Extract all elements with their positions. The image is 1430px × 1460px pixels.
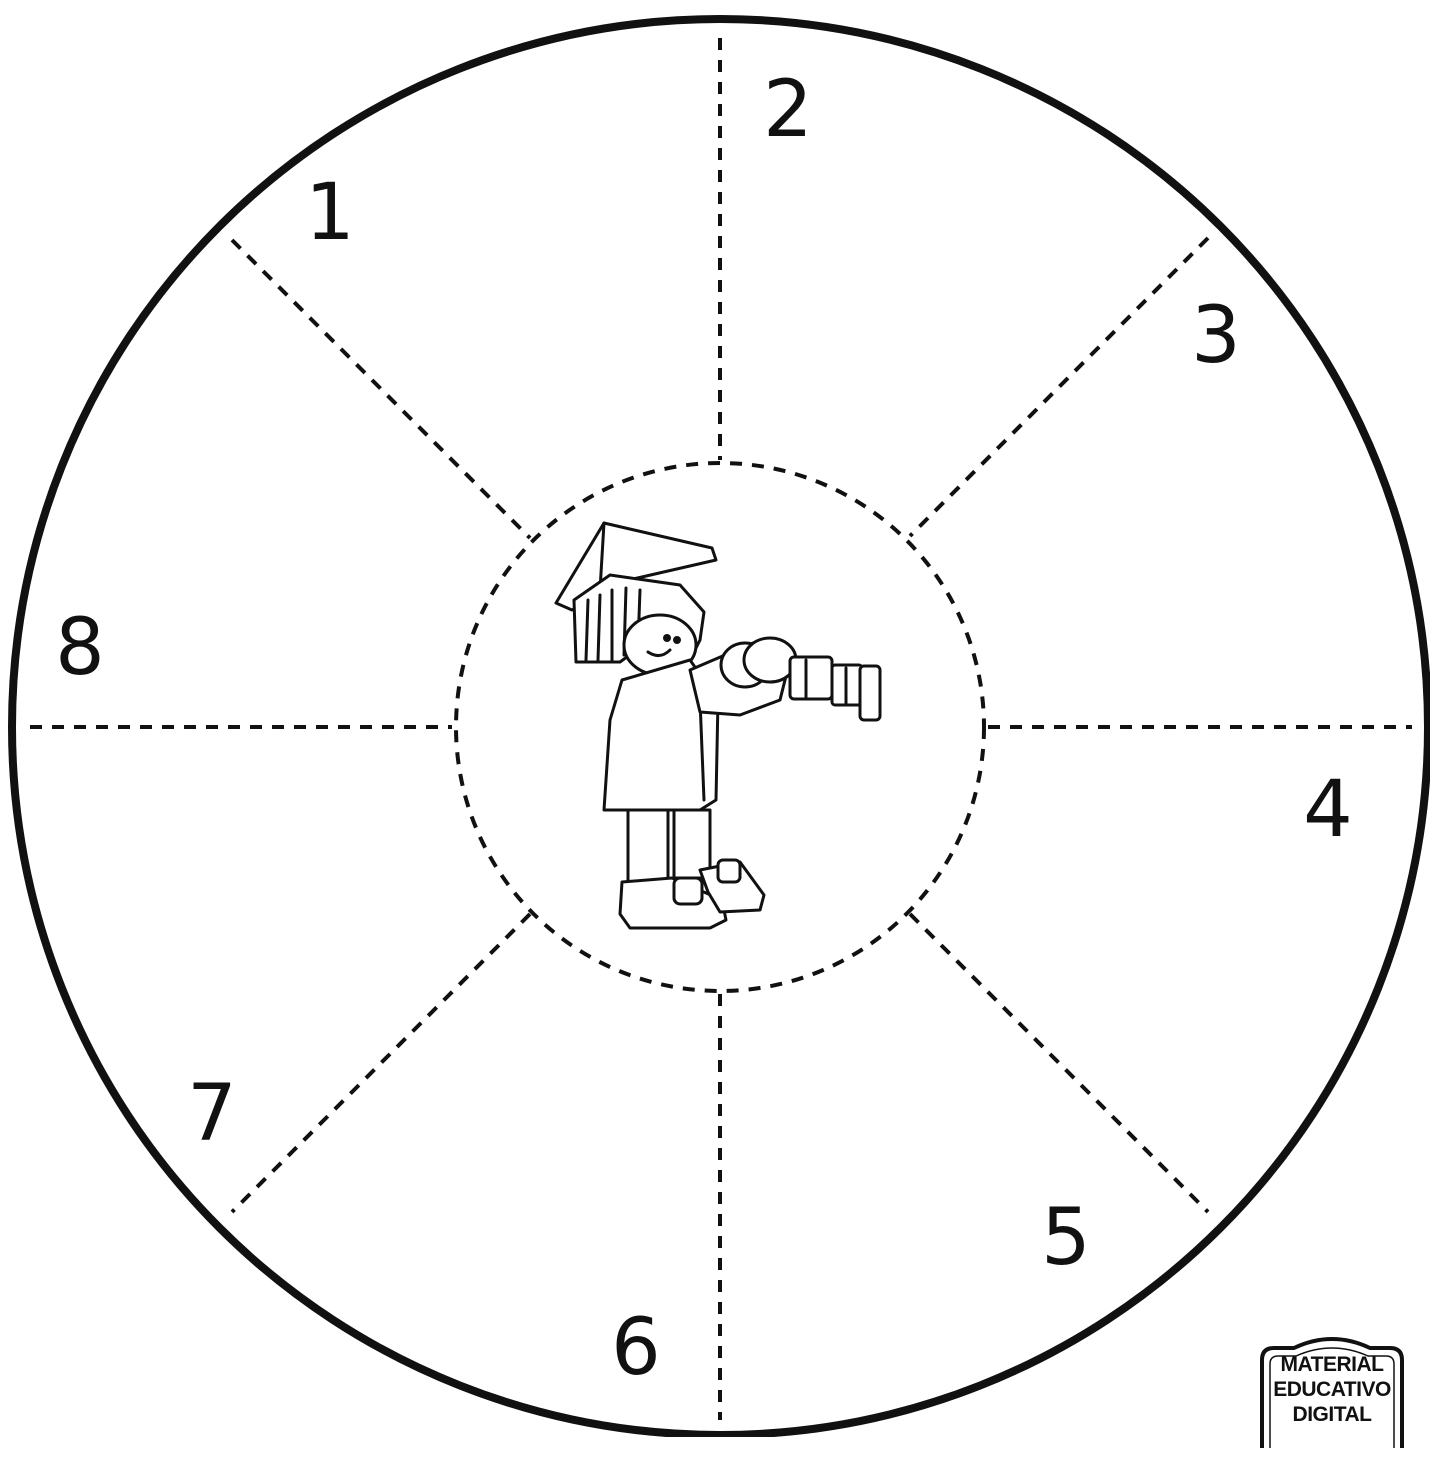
section-number-8: 8 — [55, 609, 105, 687]
section-number-6: 6 — [611, 1309, 661, 1387]
section-number-4: 4 — [1303, 771, 1353, 849]
section-number-7: 7 — [187, 1075, 237, 1153]
logo-line-1: MATERIAL — [1254, 1352, 1410, 1377]
divider-bottom-right — [910, 914, 1208, 1212]
section-dividers — [30, 38, 1412, 1420]
logo-line-2: EDUCATIVO — [1254, 1377, 1410, 1402]
logo-text: MATERIAL EDUCATIVO DIGITAL — [1254, 1352, 1410, 1427]
section-number-5: 5 — [1041, 1199, 1091, 1277]
logo-line-3: DIGITAL — [1254, 1402, 1410, 1427]
divider-top-left — [232, 240, 530, 538]
divider-top-right — [910, 238, 1208, 536]
section-number-2: 2 — [763, 71, 813, 149]
section-number-1: 1 — [305, 174, 355, 252]
child-with-spyglass-icon — [556, 523, 880, 928]
section-number-3: 3 — [1191, 297, 1241, 375]
divider-bottom-left — [232, 914, 530, 1212]
